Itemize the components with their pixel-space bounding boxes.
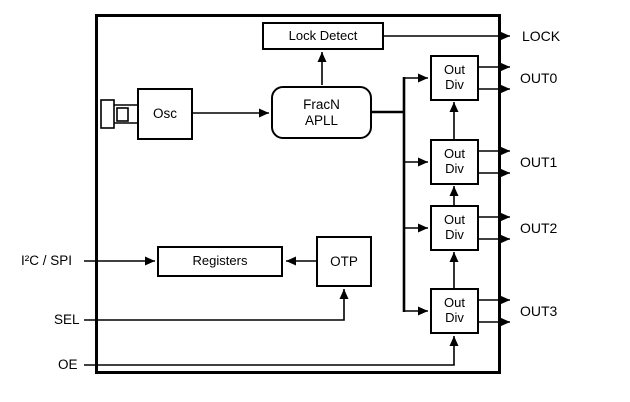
chip-boundary bbox=[95, 14, 501, 374]
wire-sel-to-otp bbox=[84, 289, 349, 321]
apll-output-bus bbox=[372, 77, 406, 312]
wire-oe-to-outdiv3 bbox=[84, 336, 459, 366]
outdiv1-label-line2: Div bbox=[445, 161, 464, 176]
outdiv-box-1: Out Div bbox=[430, 139, 479, 185]
out2-port-label: OUT2 bbox=[520, 220, 558, 236]
otp-box: OTP bbox=[316, 236, 372, 287]
lock-detect-box: Lock Detect bbox=[262, 22, 384, 50]
fracn-apll-box: FracN APLL bbox=[271, 86, 372, 139]
osc-box: Osc bbox=[137, 88, 193, 140]
lock-detect-label: Lock Detect bbox=[288, 27, 358, 43]
outdiv3-label-line1: Out bbox=[444, 295, 465, 311]
sel-port-label: SEL bbox=[54, 312, 80, 327]
out0-port-label: OUT0 bbox=[520, 70, 558, 86]
registers-box: Registers bbox=[157, 246, 283, 277]
i2c-spi-port-label: I²C / SPI bbox=[21, 253, 73, 268]
apll-label-line1: FracN bbox=[303, 96, 340, 112]
outdiv3-label-line2: Div bbox=[445, 310, 464, 325]
otp-label: OTP bbox=[330, 253, 358, 269]
lock-port-label: LOCK bbox=[522, 28, 561, 44]
out3-port-label: OUT3 bbox=[520, 303, 558, 319]
outdiv-box-3: Out Div bbox=[430, 288, 479, 334]
outdiv0-label-line1: Out bbox=[444, 62, 465, 78]
outdiv0-label-line2: Div bbox=[445, 77, 464, 92]
outdiv2-label-line1: Out bbox=[444, 212, 465, 228]
outdiv1-label-line1: Out bbox=[444, 146, 465, 162]
registers-label: Registers bbox=[192, 253, 248, 269]
outdiv-box-0: Out Div bbox=[430, 55, 479, 101]
outdiv2-label-line2: Div bbox=[445, 227, 464, 242]
osc-label: Osc bbox=[152, 106, 177, 122]
out1-port-label: OUT1 bbox=[520, 154, 558, 170]
apll-label-line2: APLL bbox=[304, 112, 339, 128]
outdiv-box-2: Out Div bbox=[430, 205, 479, 251]
oe-port-label: OE bbox=[58, 357, 78, 372]
crystal-icon bbox=[100, 99, 137, 129]
